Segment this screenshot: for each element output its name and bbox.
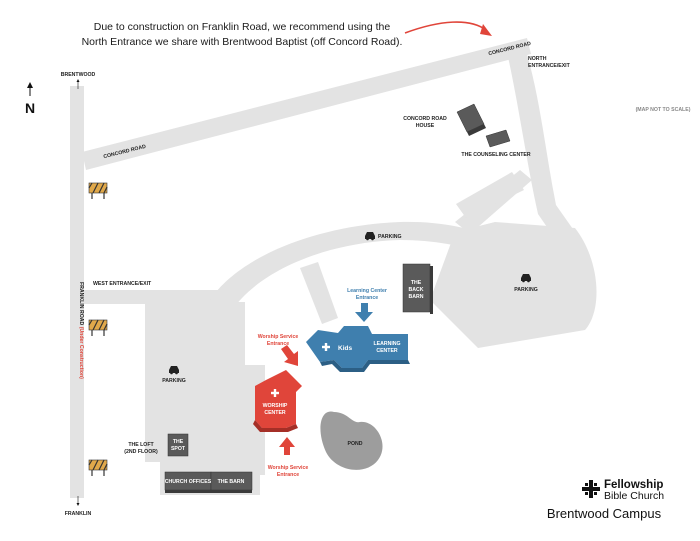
concord-house-label-2: HOUSE xyxy=(416,123,435,129)
offices-shadow xyxy=(165,490,252,493)
north-entrance-label-2: ENTRANCE/EXIT xyxy=(528,63,571,69)
notice-arrow-icon xyxy=(404,21,487,34)
pond-label: POND xyxy=(348,441,363,447)
east-parking-lot xyxy=(430,222,597,348)
north-label: N xyxy=(25,100,35,116)
north-arrowhead-icon xyxy=(27,82,33,88)
counseling-lot xyxy=(456,172,524,218)
learning-center-label-2: CENTER xyxy=(376,348,398,354)
car-icon xyxy=(365,232,375,241)
west-parking-extension xyxy=(145,300,200,320)
counseling-center-label: THE COUNSELING CENTER xyxy=(461,152,530,158)
back-barn-road xyxy=(300,262,338,324)
pond xyxy=(320,411,383,470)
notice-arrowhead-icon xyxy=(480,24,492,36)
learning-center-shadow xyxy=(320,360,410,372)
west-parking-lot xyxy=(145,302,245,462)
parking-west-label: PARKING xyxy=(162,378,186,384)
concord-road-house-shadow xyxy=(467,124,486,136)
worship-entrance-top-label-1: Worship Service xyxy=(258,334,299,340)
fellowship-cross-icon xyxy=(322,343,330,351)
worship-entrance-bottom-arrow-icon xyxy=(279,437,295,455)
church-offices-label: CHURCH OFFICES xyxy=(165,479,212,485)
to-brentwood-arrowhead-icon xyxy=(76,79,80,82)
fellowship-cross-icon xyxy=(271,389,279,397)
west-entrance-label: WEST ENTRANCE/EXIT xyxy=(93,281,152,287)
parking-top-label: PARKING xyxy=(378,234,402,240)
logo-line-2: Bible Church xyxy=(604,490,664,502)
car-icon xyxy=(521,274,531,283)
kids-label: Kids xyxy=(338,345,352,352)
north-entrance-label-1: NORTH xyxy=(528,56,547,62)
loft-label-1: THE LOFT xyxy=(128,442,154,448)
concord-house-label-1: CONCORD ROAD xyxy=(403,116,447,122)
barricade-icon xyxy=(88,459,108,476)
campus-label: Brentwood Campus xyxy=(547,506,662,521)
back-barn-label-1: THE xyxy=(411,280,422,286)
notice-line-1: Due to construction on Franklin Road, we… xyxy=(94,21,391,33)
north-entrance-road xyxy=(506,44,575,246)
loft-label-2: (2ND FLOOR) xyxy=(124,449,158,455)
car-icon xyxy=(169,366,179,375)
back-barn-building xyxy=(402,263,431,313)
learning-center-label-1: LEARNING xyxy=(373,341,400,347)
the-spot-building xyxy=(167,433,189,457)
worship-entrance-top-label-2: Entrance xyxy=(267,341,289,347)
franklin-road xyxy=(70,86,84,498)
barricade-icon xyxy=(88,182,108,199)
worship-entrance-bottom-label-2: Entrance xyxy=(277,472,299,478)
learning-center-building xyxy=(306,326,408,368)
back-barn-shadow xyxy=(430,266,433,314)
brentwood-label: BRENTWOOD xyxy=(61,72,96,78)
learning-entrance-label-2: Entrance xyxy=(356,295,378,301)
to-franklin-arrowhead-icon xyxy=(76,503,80,506)
worship-entrance-bottom-label-1: Worship Service xyxy=(268,465,309,471)
counseling-center-building xyxy=(485,129,511,148)
worship-center-shadow xyxy=(253,420,298,432)
learning-entrance-label-1: Learning Center xyxy=(347,288,387,294)
fellowship-logo-icon xyxy=(582,480,600,498)
worship-center-label-2: CENTER xyxy=(264,410,286,416)
notice-line-2: North Entrance we share with Brentwood B… xyxy=(82,36,403,48)
scale-note: (MAP NOT TO SCALE) xyxy=(636,107,691,113)
learning-entrance-arrow-icon xyxy=(355,303,373,322)
the-spot-label-1: THE xyxy=(173,439,184,445)
franklin-road-label: FRANKLIN ROAD (Under Construction) xyxy=(78,282,84,379)
back-barn-label-3: BARN xyxy=(409,294,424,300)
franklin-label: FRANKLIN xyxy=(65,511,92,517)
the-spot-label-2: SPOT xyxy=(171,446,186,452)
barricade-icon xyxy=(88,319,108,336)
worship-center-label-1: WORSHIP xyxy=(263,403,288,409)
roads xyxy=(70,38,597,498)
the-barn-label: THE BARN xyxy=(218,479,245,485)
worship-center-building xyxy=(255,370,302,428)
concord-road xyxy=(82,38,531,170)
back-barn-label-2: BACK xyxy=(409,287,424,293)
parking-east-label: PARKING xyxy=(514,287,538,293)
worship-entrance-top-arrow-icon xyxy=(281,345,298,366)
under-construction-note: (Under Construction) xyxy=(78,327,84,379)
logo-line-1: Fellowship xyxy=(604,479,663,491)
